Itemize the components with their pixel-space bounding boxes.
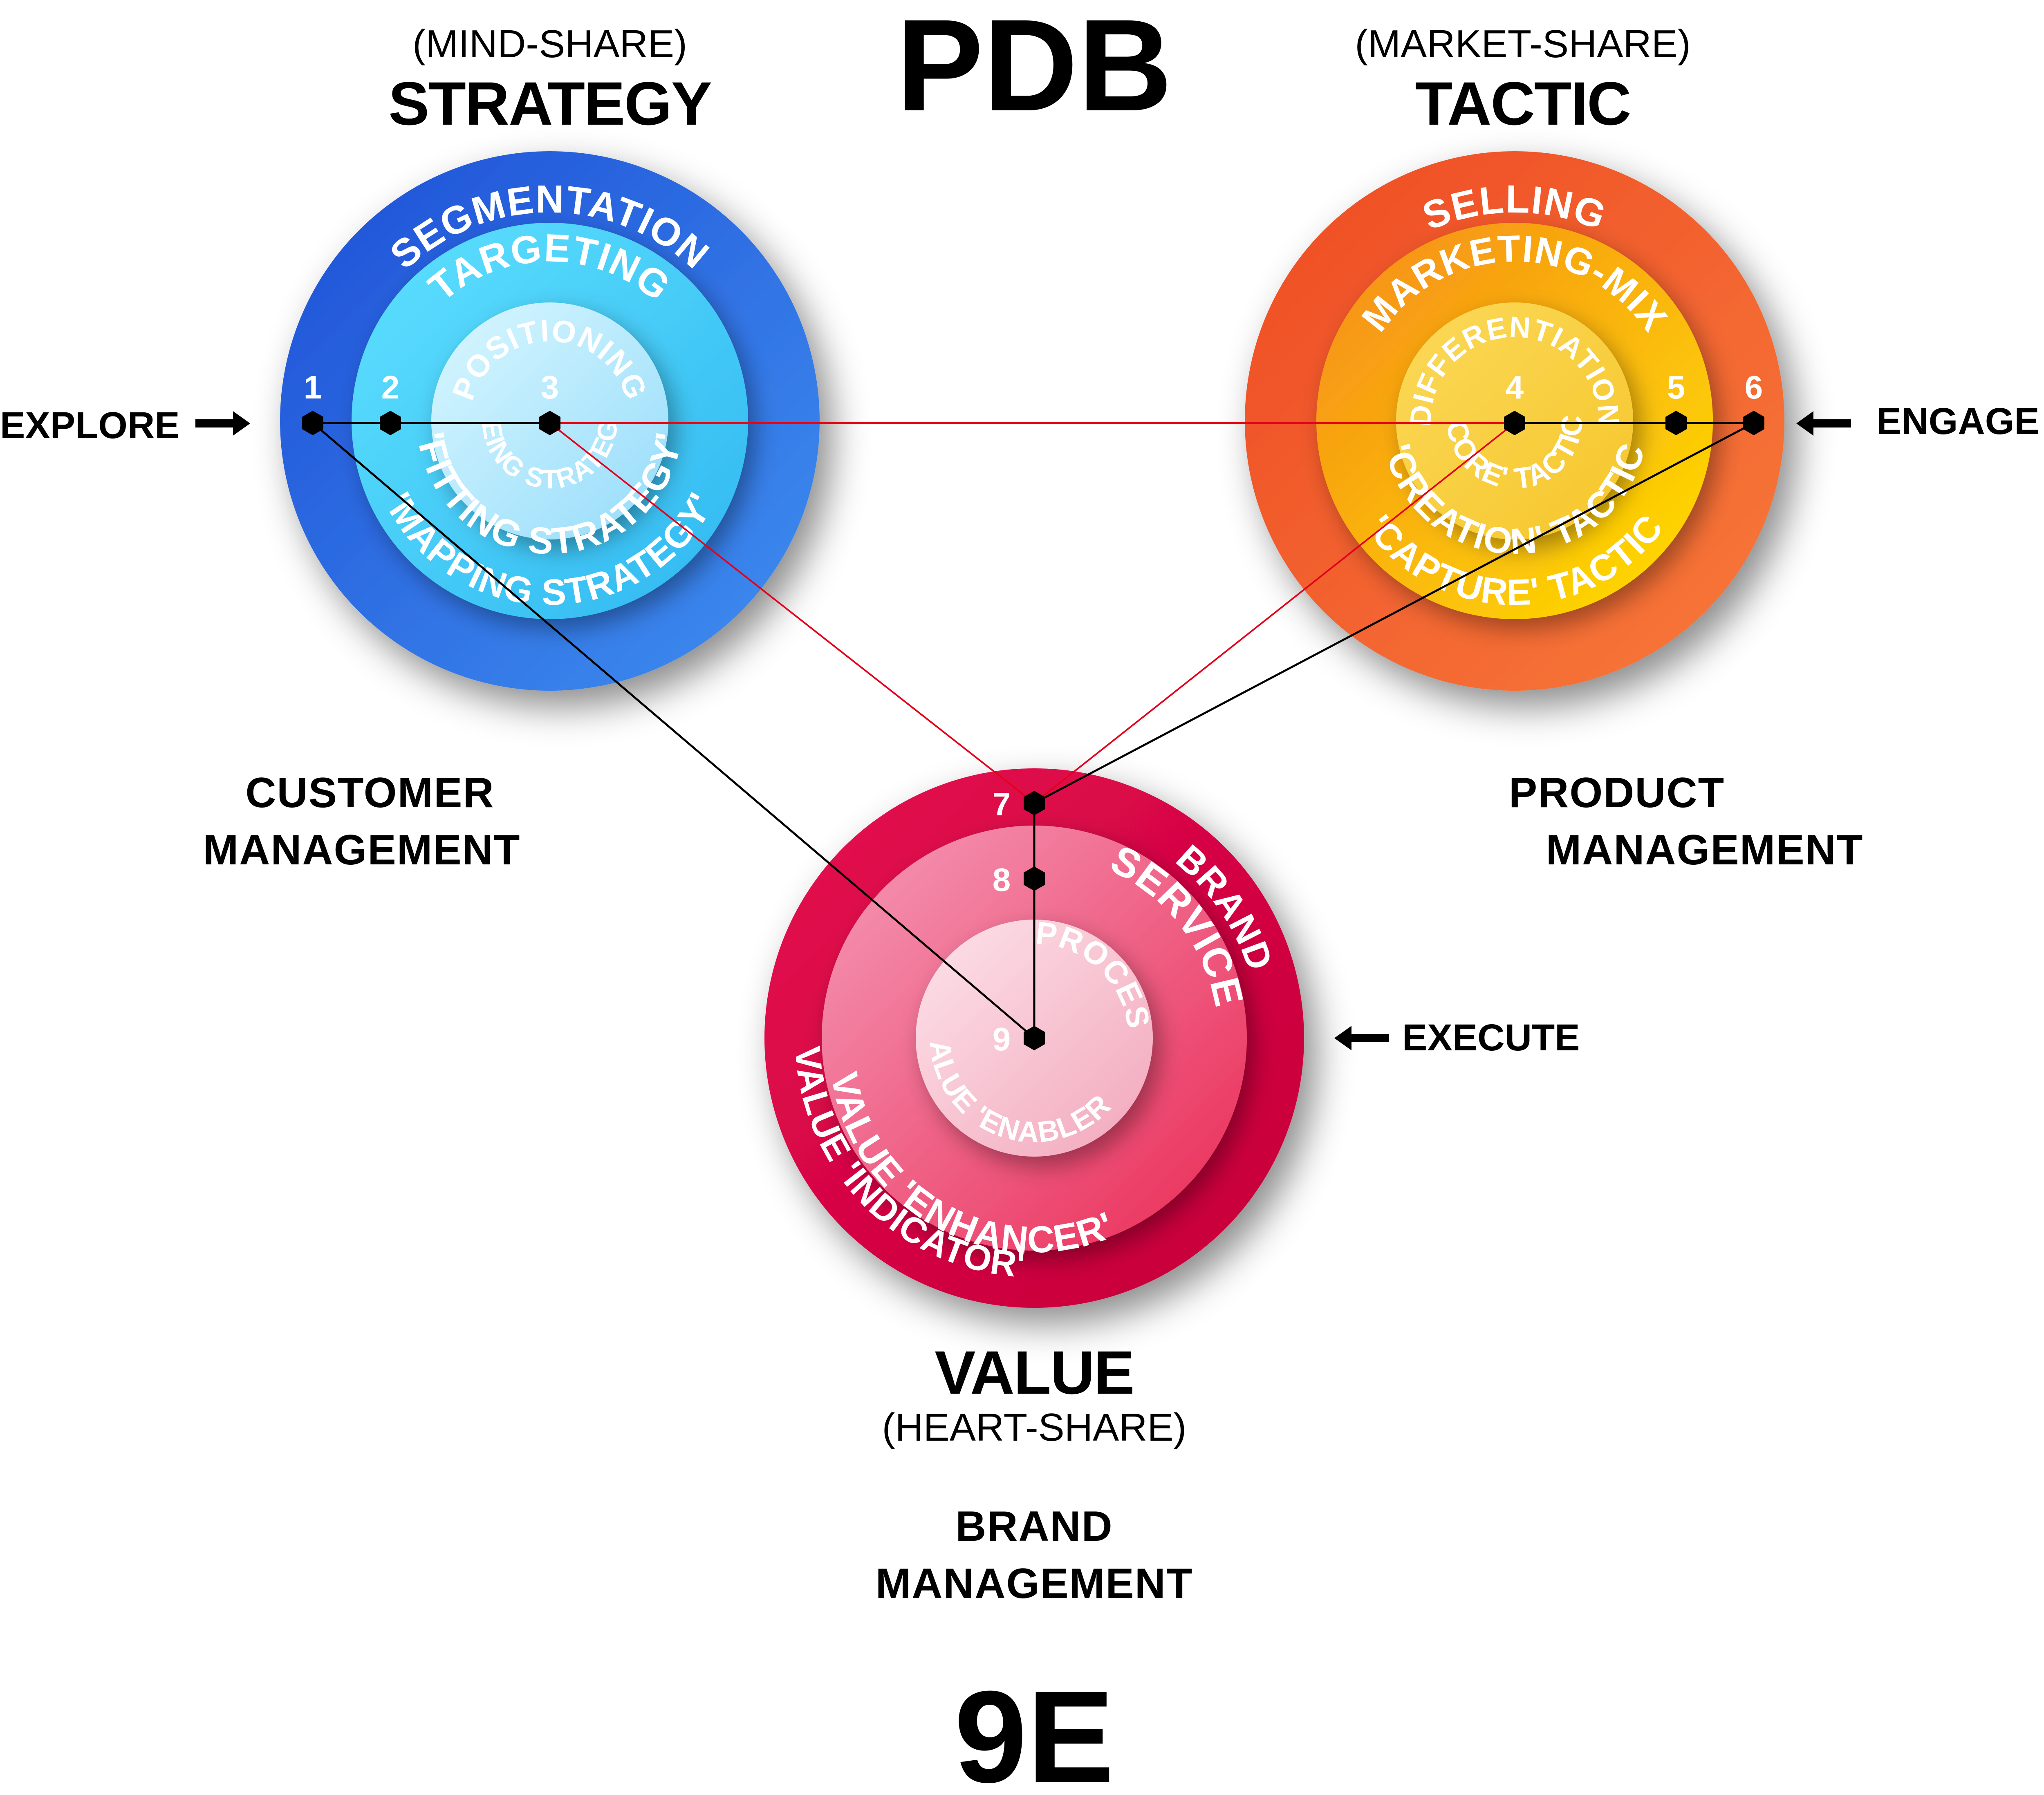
title-bottom: 9E bbox=[954, 1663, 1114, 1795]
arrow-left-icon bbox=[1796, 411, 1851, 436]
node-7 bbox=[1024, 791, 1045, 815]
brand-management-line1: BRAND bbox=[955, 1503, 1113, 1550]
node-5 bbox=[1665, 411, 1687, 435]
customer-management-line2: MANAGEMENT bbox=[203, 826, 521, 874]
engage-group: ENGAGE bbox=[1796, 401, 2040, 442]
node-6 bbox=[1743, 411, 1764, 435]
node-label-1: 1 bbox=[304, 369, 322, 405]
arrow-right-icon bbox=[195, 411, 250, 436]
node-8 bbox=[1024, 866, 1045, 891]
nodes bbox=[302, 411, 1764, 1050]
node-9 bbox=[1024, 1026, 1045, 1050]
node-1 bbox=[302, 411, 323, 435]
strategy-share: (MIND-SHARE) bbox=[412, 22, 687, 66]
arrow-left-icon bbox=[1334, 1026, 1389, 1050]
product-management-line2: MANAGEMENT bbox=[1546, 826, 1864, 874]
node-label-4: 4 bbox=[1506, 369, 1524, 405]
node-label-6: 6 bbox=[1745, 369, 1763, 405]
node-label-7: 7 bbox=[993, 786, 1011, 822]
product-management-line1: PRODUCT bbox=[1509, 769, 1725, 817]
value-label: VALUE bbox=[935, 1338, 1134, 1407]
tactic-share: (MARKET-SHARE) bbox=[1355, 22, 1690, 66]
execute-group: EXECUTE bbox=[1334, 1017, 1580, 1059]
connector-6-7 bbox=[1033, 422, 1755, 804]
title-top: PDB bbox=[896, 0, 1172, 138]
node-label-3: 3 bbox=[541, 369, 559, 405]
strategy-label: STRATEGY bbox=[388, 69, 711, 138]
explore-label: EXPLORE bbox=[0, 405, 180, 446]
tactic-label: TACTIC bbox=[1415, 69, 1631, 138]
node-label-9: 9 bbox=[993, 1021, 1011, 1057]
node-4 bbox=[1504, 411, 1525, 435]
engage-label: ENGAGE bbox=[1876, 401, 2040, 442]
node-label-2: 2 bbox=[381, 369, 400, 405]
connector-1-9 bbox=[312, 422, 1035, 1039]
customer-management-line1: CUSTOMER bbox=[245, 769, 494, 817]
execute-label: EXECUTE bbox=[1402, 1017, 1580, 1059]
node-label-5: 5 bbox=[1667, 369, 1685, 405]
node-3 bbox=[539, 411, 560, 435]
connectors bbox=[312, 422, 1755, 1039]
explore-group: EXPLORE bbox=[0, 405, 250, 446]
node-2 bbox=[380, 411, 401, 435]
node-label-8: 8 bbox=[993, 862, 1011, 898]
value-share: (HEART-SHARE) bbox=[882, 1406, 1187, 1449]
brand-management-line2: MANAGEMENT bbox=[876, 1560, 1193, 1607]
connector-3-7 bbox=[549, 422, 1035, 804]
connector-4-7 bbox=[1033, 422, 1515, 804]
